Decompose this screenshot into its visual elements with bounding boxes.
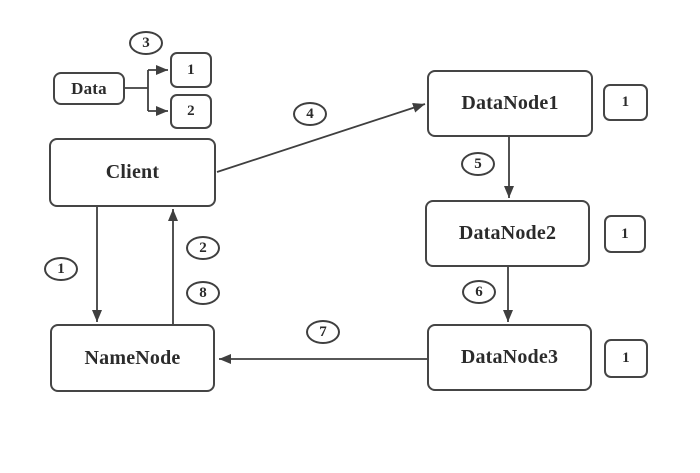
step-badge-1: 1 (44, 257, 78, 281)
step-badge-8: 8 (186, 281, 220, 305)
step-badge-4: 4 (293, 102, 327, 126)
node-data: Data (53, 72, 125, 105)
node-client: Client (49, 138, 216, 207)
arrow-client-to-datanode1 (216, 102, 426, 173)
step-badge-7: 7 (306, 320, 340, 344)
node-replica-datanode3: 1 (604, 339, 648, 378)
node-datanode2: DataNode2 (425, 200, 590, 267)
step-badge-2: 2 (186, 236, 220, 260)
step-badge-5: 5 (461, 152, 495, 176)
node-block-2: 2 (170, 94, 212, 129)
node-datanode3: DataNode3 (427, 324, 592, 391)
node-replica-datanode2: 1 (604, 215, 646, 253)
step-badge-6: 6 (462, 280, 496, 304)
step-badge-3: 3 (129, 31, 163, 55)
node-namenode: NameNode (50, 324, 215, 392)
node-block-1: 1 (170, 52, 212, 88)
node-replica-datanode1: 1 (603, 84, 648, 121)
node-datanode1: DataNode1 (427, 70, 593, 137)
